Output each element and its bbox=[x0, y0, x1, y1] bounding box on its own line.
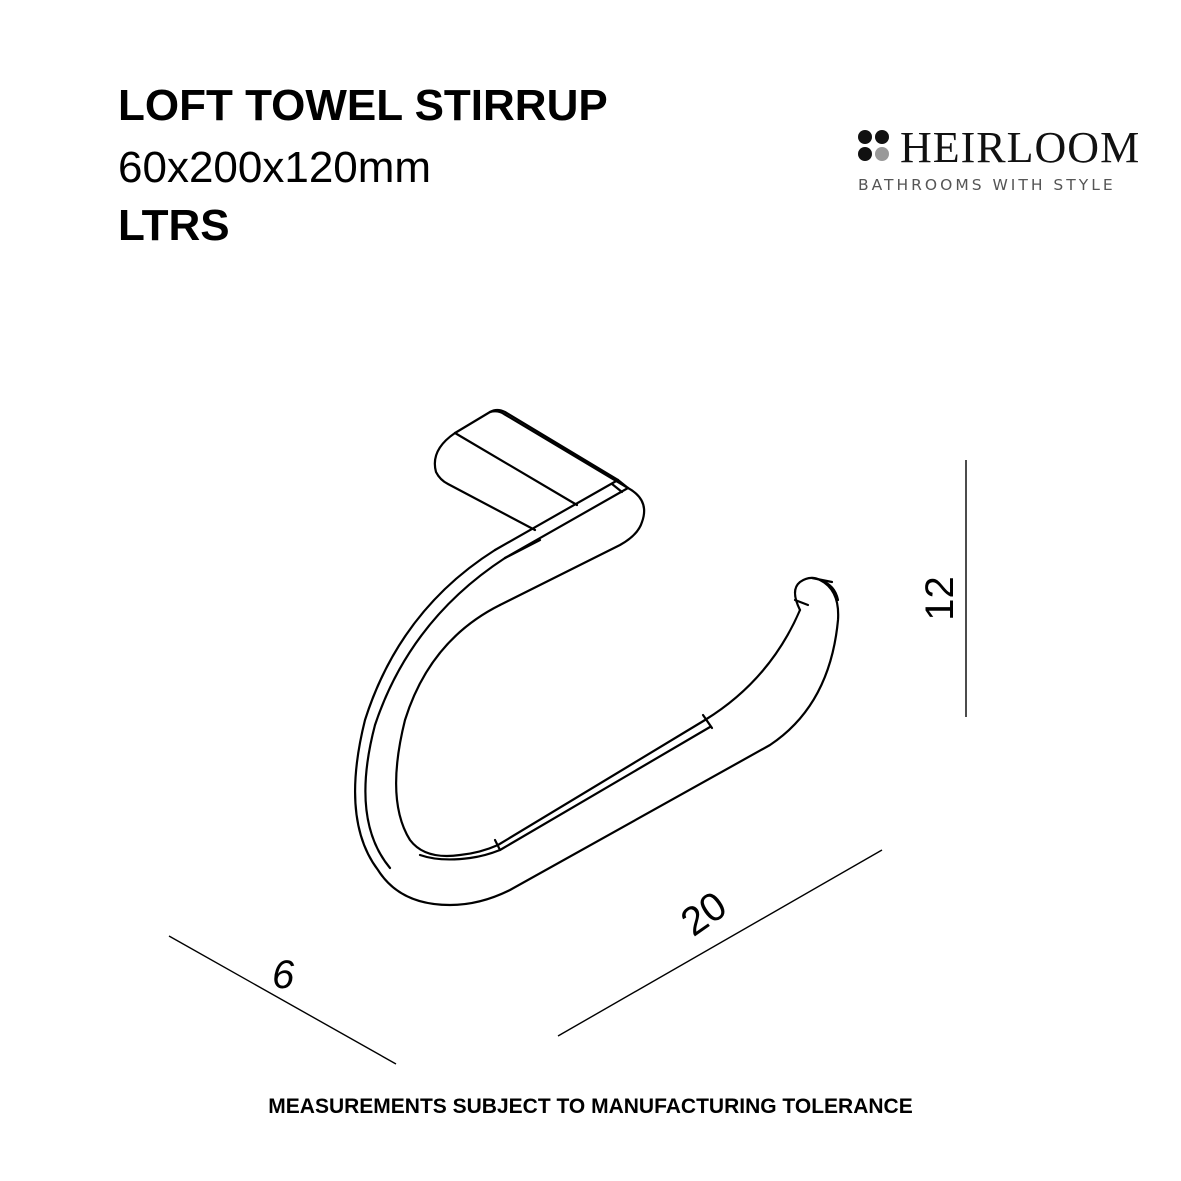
logo-tagline: BATHROOMS WITH STYLE bbox=[858, 176, 1116, 194]
depth-dimension-line bbox=[168, 935, 397, 1065]
product-name: LOFT TOWEL STIRRUP bbox=[118, 81, 608, 130]
product-code: LTRS bbox=[118, 201, 230, 250]
length-dimension-line bbox=[557, 849, 883, 1037]
tolerance-note: MEASUREMENTS SUBJECT TO MANUFACTURING TO… bbox=[268, 1095, 913, 1118]
product-dimensions: 60x200x120mm bbox=[118, 143, 432, 192]
height-dimension-label: 12 bbox=[917, 576, 962, 621]
heirloom-logo: HEIRLOOM BATHROOMS WITH STYLE bbox=[858, 123, 1148, 200]
four-dots-icon bbox=[858, 130, 892, 164]
logo-brand: HEIRLOOM bbox=[900, 123, 1141, 172]
product-title-block: LOFT TOWEL STIRRUP 60x200x120mm LTRS bbox=[118, 84, 608, 248]
depth-dimension-label: 6 bbox=[272, 953, 295, 997]
